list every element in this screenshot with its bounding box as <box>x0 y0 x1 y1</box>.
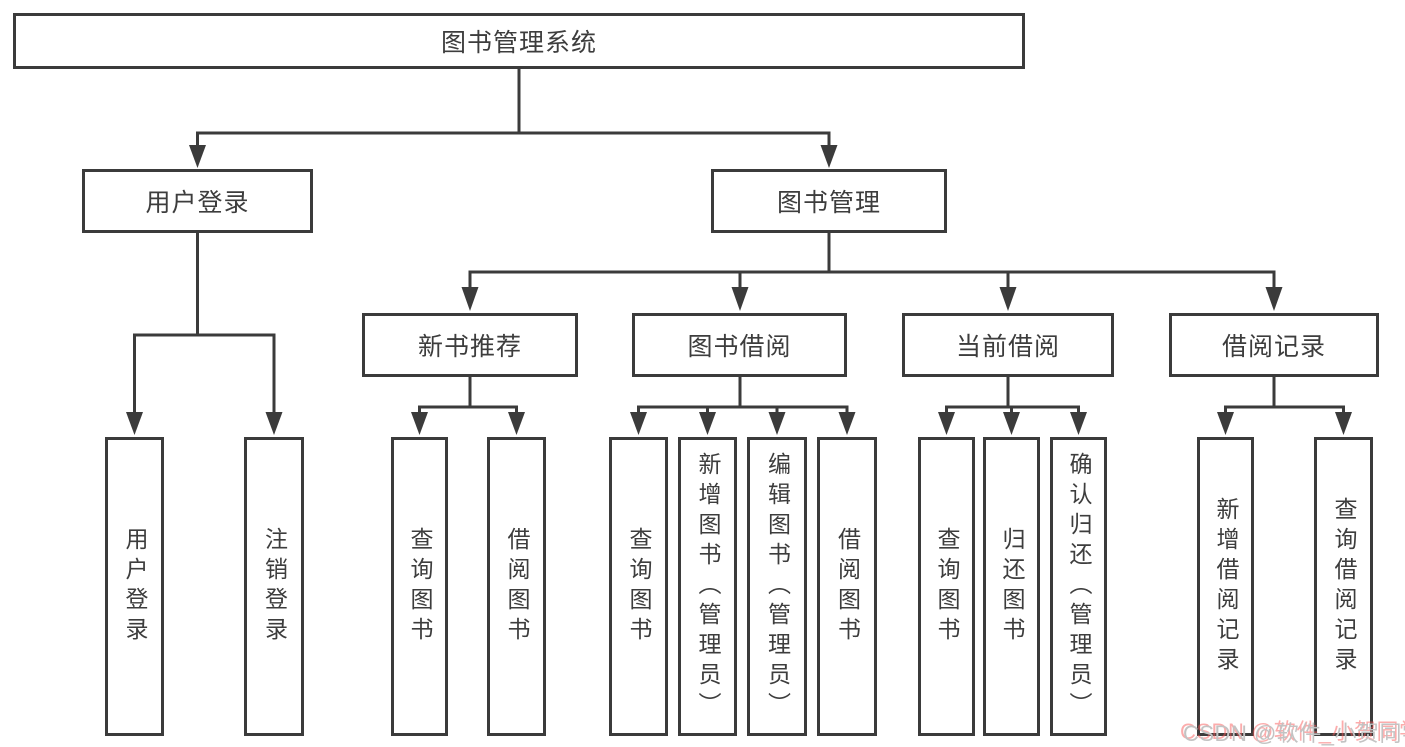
leaf-confirm-return-admin: 确认归还（管理员） <box>1050 437 1107 736</box>
leaf-query-book-under-borrowing: 查询图书 <box>609 437 668 736</box>
leaf-user-login-label: 用户登录 <box>122 526 148 647</box>
leaf-return-book-label: 归还图书 <box>999 526 1025 647</box>
arrowhead-to-leaf-query-book-3 <box>938 412 955 435</box>
leaf-add-borrow-record-label: 新增借阅记录 <box>1213 496 1239 677</box>
arrowhead-to-new-book-rec <box>461 287 479 311</box>
arrowhead-to-book-management <box>820 145 838 168</box>
arrowhead-to-leaf-query-book-1 <box>411 412 428 435</box>
arrowhead-to-leaf-edit-book <box>768 412 786 435</box>
node-book-borrowing: 图书借阅 <box>632 313 847 377</box>
connector-user-login-split <box>133 231 276 415</box>
leaf-return-book: 归还图书 <box>983 437 1040 736</box>
leaf-query-book-under-current: 查询图书 <box>918 437 975 736</box>
arrowhead-to-book-borrow <box>731 287 749 311</box>
node-library-management-system: 图书管理系统 <box>13 13 1025 69</box>
connector-book-management-split <box>468 231 1276 290</box>
arrowhead-to-current-borrow <box>999 287 1017 311</box>
leaf-add-book-admin-label: 新增图书（管理员） <box>695 451 721 722</box>
leaf-query-borrow-record: 查询借阅记录 <box>1314 437 1373 736</box>
leaf-add-borrow-record: 新增借阅记录 <box>1197 437 1254 736</box>
leaf-add-book-admin: 新增图书（管理员） <box>678 437 737 736</box>
leaf-logout: 注销登录 <box>244 437 304 736</box>
arrowhead-to-leaf-confirm-return <box>1070 412 1087 435</box>
arrowhead-to-borrow-record <box>1265 287 1283 311</box>
node-borrowing-records: 借阅记录 <box>1169 313 1379 377</box>
leaf-edit-book-admin-label: 编辑图书（管理员） <box>764 451 791 722</box>
node-book-management-label: 图书管理 <box>776 189 881 217</box>
node-current-borrowing: 当前借阅 <box>902 313 1114 377</box>
leaf-query-borrow-record-label: 查询借阅记录 <box>1331 496 1357 677</box>
arrowhead-to-leaf-user-login <box>126 412 143 435</box>
node-book-borrowing-label: 图书借阅 <box>687 333 792 361</box>
leaf-logout-label: 注销登录 <box>261 526 288 647</box>
node-book-management: 图书管理 <box>711 169 947 233</box>
leaf-query-book-under-recommendation-label: 查询图书 <box>407 526 433 647</box>
leaf-borrow-book-under-borrowing-label: 借阅图书 <box>834 526 861 647</box>
arrowhead-to-leaf-add-record <box>1217 412 1234 435</box>
node-borrowing-records-label: 借阅记录 <box>1221 333 1326 361</box>
leaf-user-login: 用户登录 <box>105 437 164 736</box>
node-new-book-recommendation-label: 新书推荐 <box>417 333 522 361</box>
leaf-query-book-under-borrowing-label: 查询图书 <box>626 526 652 647</box>
leaf-confirm-return-admin-label: 确认归还（管理员） <box>1066 451 1092 722</box>
watermark: CSDN @软件_小贺同学 <box>1183 721 1405 746</box>
node-user-login-label: 用户登录 <box>145 189 250 217</box>
node-current-borrowing-label: 当前借阅 <box>955 333 1060 361</box>
arrowhead-to-leaf-borrow-book-2 <box>838 412 856 435</box>
connector-current-borrow-split <box>945 375 1080 415</box>
arrowhead-to-leaf-return-book <box>1003 412 1020 435</box>
connector-root-split <box>196 67 831 148</box>
connector-borrow-record-split <box>1224 375 1345 415</box>
leaf-query-book-under-recommendation: 查询图书 <box>391 437 448 736</box>
leaf-borrow-book-under-recommendation-label: 借阅图书 <box>504 526 530 647</box>
connector-new-book-rec-split <box>418 375 518 415</box>
arrowhead-to-leaf-query-record <box>1335 412 1352 435</box>
connector-book-borrow-split <box>637 375 849 415</box>
arrowhead-to-leaf-logout <box>265 412 283 435</box>
leaf-borrow-book-under-borrowing: 借阅图书 <box>817 437 877 736</box>
leaf-query-book-under-current-label: 查询图书 <box>934 526 960 647</box>
arrowhead-to-leaf-add-book <box>699 412 716 435</box>
arrowhead-to-user-login <box>189 145 206 168</box>
arrowhead-to-leaf-borrow-book-1 <box>508 412 525 435</box>
leaf-edit-book-admin: 编辑图书（管理员） <box>747 437 807 736</box>
node-library-management-system-label: 图书管理系统 <box>440 29 597 57</box>
node-user-login: 用户登录 <box>82 169 313 233</box>
node-new-book-recommendation: 新书推荐 <box>362 313 578 377</box>
arrowhead-to-leaf-query-book-2 <box>630 412 647 435</box>
leaf-borrow-book-under-recommendation: 借阅图书 <box>487 437 546 736</box>
